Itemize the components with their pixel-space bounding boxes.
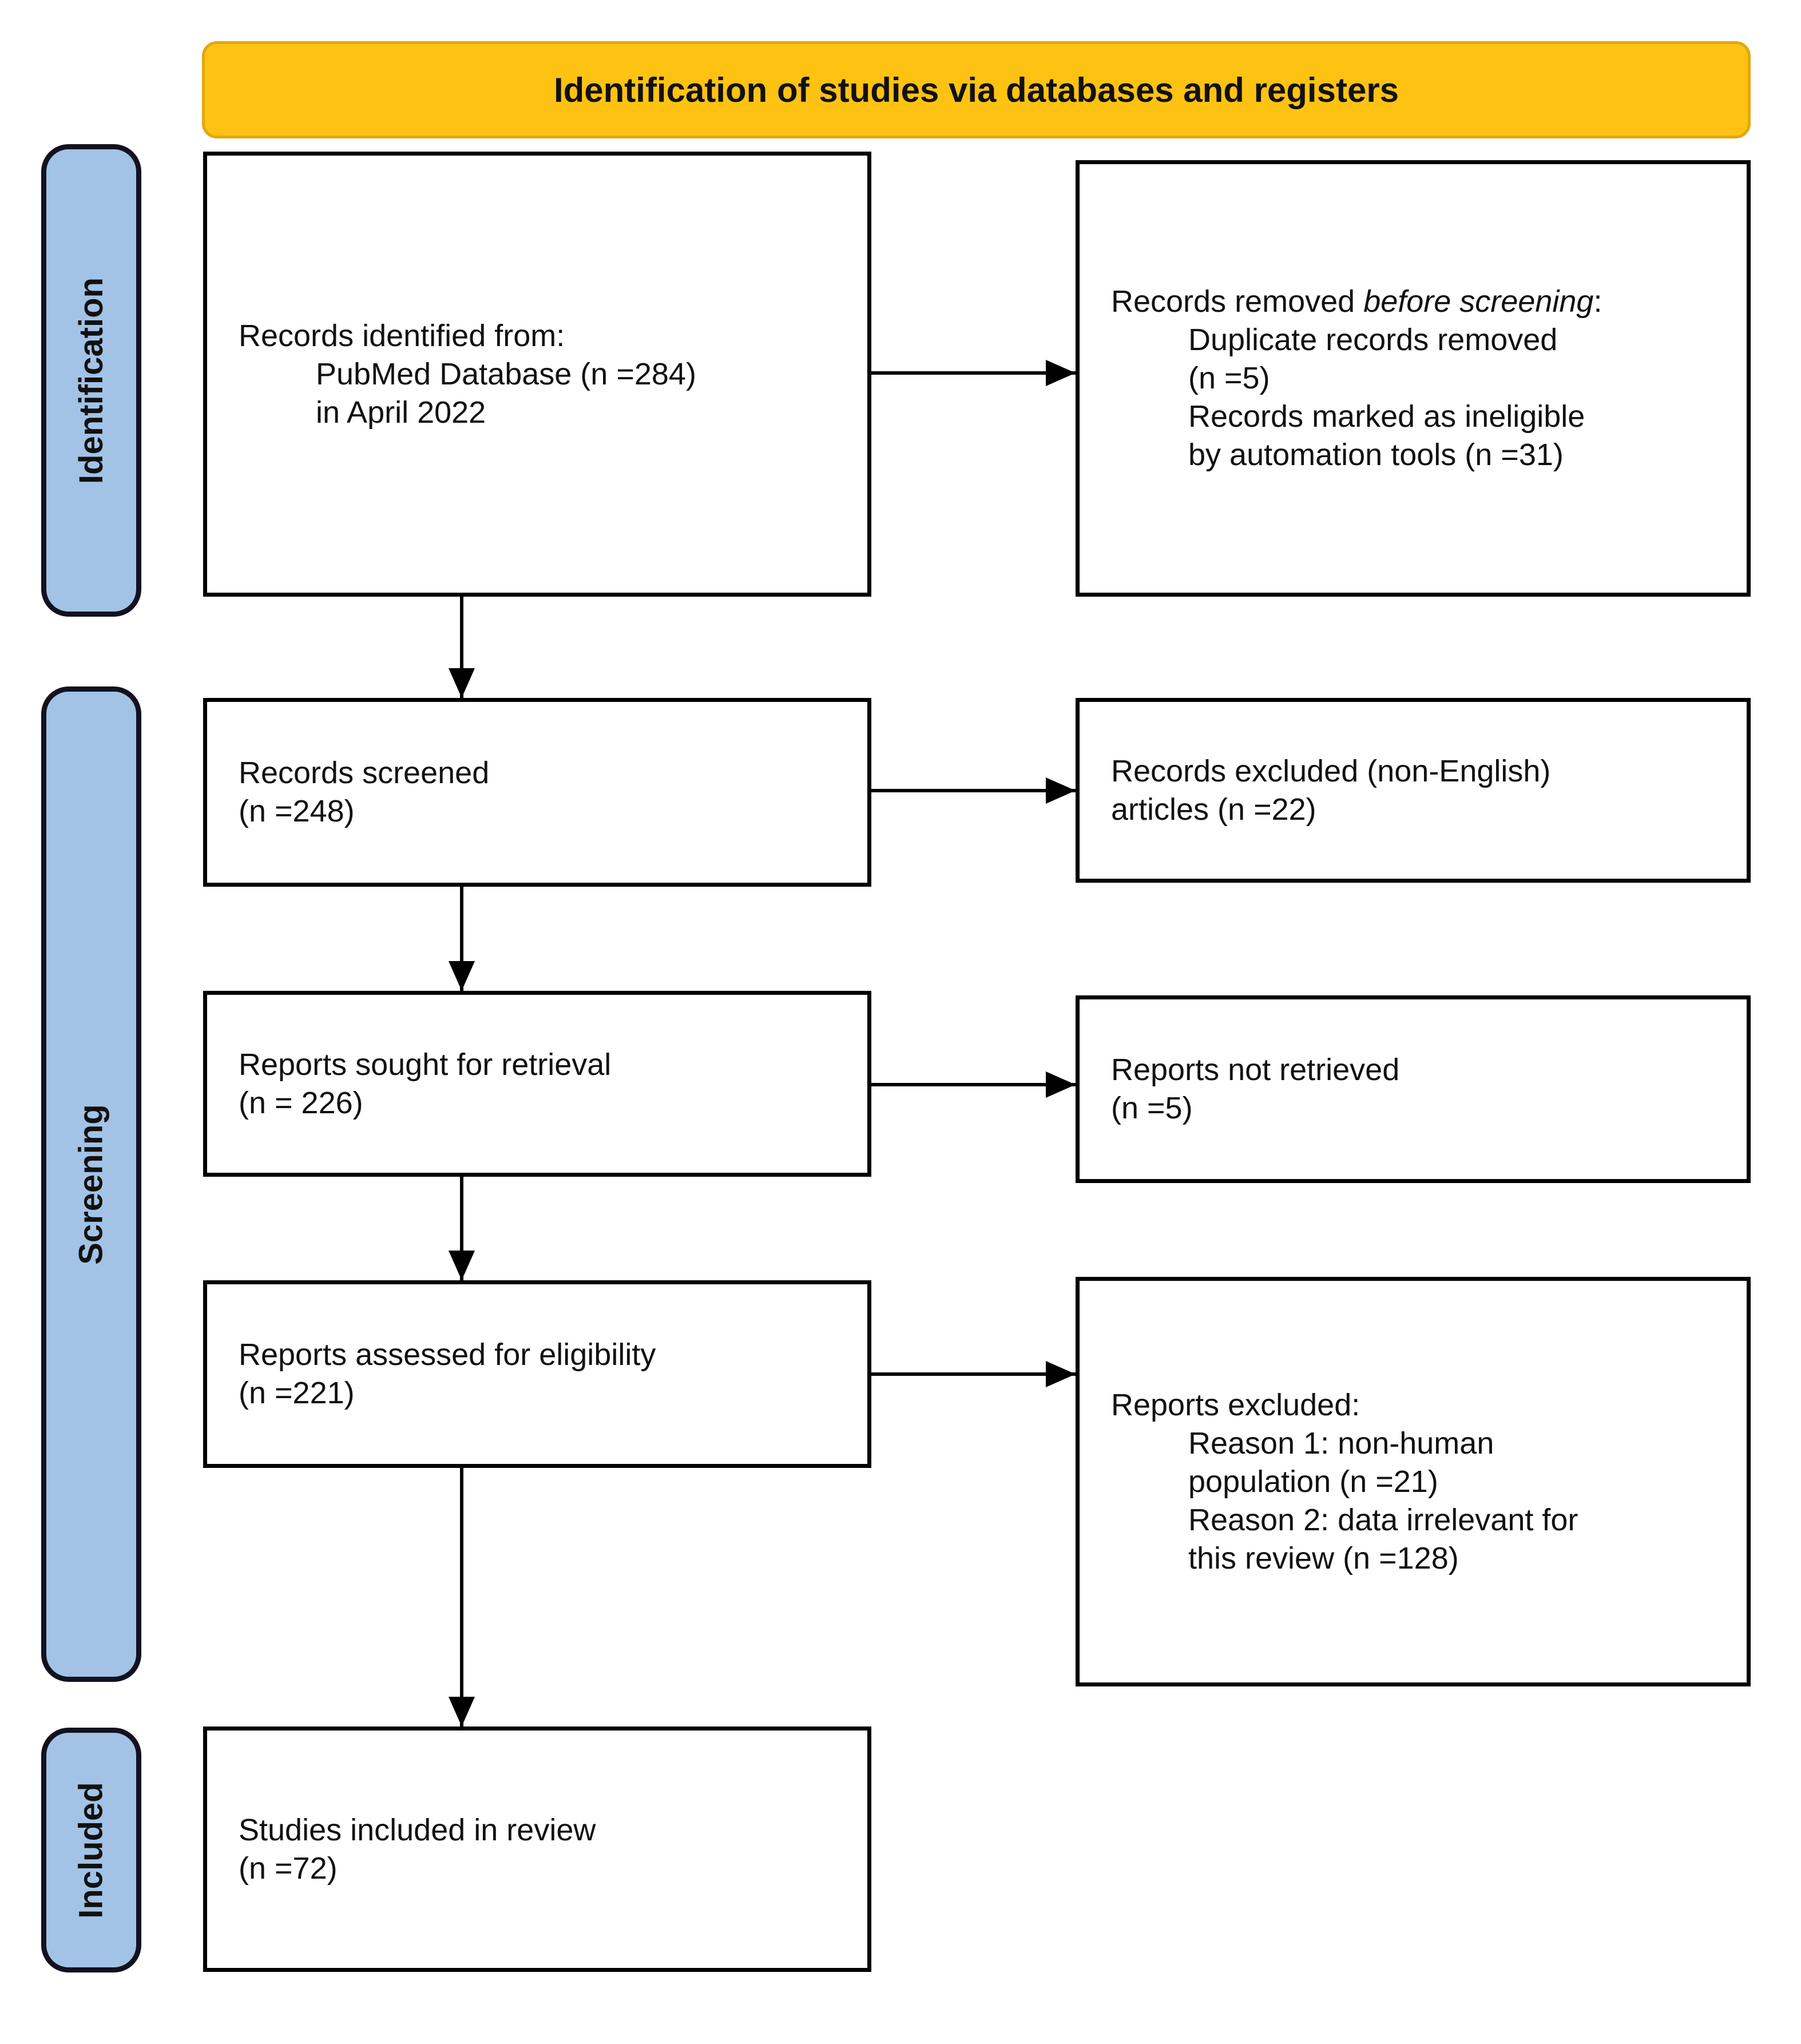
stage-label-included: Included: [41, 1728, 141, 1972]
box-text-line: (n = 226): [239, 1085, 363, 1120]
stage-label-identification: Identification: [41, 144, 141, 617]
box-text-line: Records marked as ineligible by automati…: [1188, 399, 1585, 472]
box-text-line: Records identified from:: [239, 318, 565, 353]
box-text-line: articles (n =22): [1111, 792, 1316, 827]
box-text-line: (n =248): [239, 794, 355, 828]
box-studies-included: Studies included in review (n =72): [203, 1727, 871, 1972]
box-text-line: Duplicate records removed (n =5): [1188, 323, 1558, 395]
arrow-assessed-to-reports-excluded: [871, 1372, 1076, 1376]
box-text-line: Reports sought for retrieval: [239, 1047, 612, 1082]
box-reports-not-retrieved: Reports not retrieved (n =5): [1076, 995, 1751, 1183]
box-reports-sought: Reports sought for retrieval (n = 226): [203, 991, 871, 1177]
arrow-screened-to-excluded: [871, 789, 1076, 792]
box-text-line: Reports not retrieved: [1111, 1053, 1400, 1087]
italic-phrase: before screening: [1363, 284, 1594, 319]
box-text-line: Reason 1: non-human population (n =21): [1188, 1426, 1494, 1499]
box-text-line: (n =221): [239, 1376, 355, 1410]
arrow-identified-to-screened: [460, 597, 463, 698]
arrow-screened-to-sought: [460, 887, 463, 991]
diagram-title: Identification of studies via databases …: [553, 70, 1399, 109]
box-text-line: (n =72): [239, 1851, 338, 1886]
box-records-excluded: Records excluded (non-English) articles …: [1076, 698, 1751, 883]
box-text-line: Reports excluded:: [1111, 1387, 1360, 1422]
box-text-line: Records removed before screening:: [1111, 284, 1602, 319]
box-records-removed-before-screening: Records removed before screening: Duplic…: [1076, 160, 1751, 597]
box-text-line: Studies included in review: [239, 1812, 596, 1847]
box-text-line: PubMed Database (n =284): [316, 356, 696, 391]
arrow-sought-to-not-retrieved: [871, 1083, 1076, 1086]
arrow-identified-to-removed: [871, 371, 1076, 375]
box-text-line: in April 2022: [316, 395, 486, 430]
arrow-assessed-to-included: [460, 1468, 463, 1727]
stage-label-text: Screening: [73, 1104, 110, 1265]
box-text-line: (n =5): [1111, 1091, 1193, 1125]
box-text-line: Reports assessed for eligibility: [239, 1337, 656, 1372]
stage-label-text: Identification: [73, 277, 110, 484]
stage-label-text: Included: [73, 1781, 110, 1919]
box-reports-assessed: Reports assessed for eligibility (n =221…: [203, 1280, 871, 1468]
box-records-identified: Records identified from: PubMed Database…: [203, 152, 871, 597]
box-text-line: Records excluded (non-English): [1111, 753, 1551, 788]
box-text-line: Records screened: [239, 756, 490, 790]
box-text-line: Reason 2: data irrelevant for this revie…: [1188, 1502, 1578, 1575]
box-records-screened: Records screened (n =248): [203, 698, 871, 887]
diagram-title-banner: Identification of studies via databases …: [202, 41, 1751, 138]
box-reports-excluded: Reports excluded: Reason 1: non-human po…: [1076, 1277, 1751, 1686]
arrow-sought-to-assessed: [460, 1177, 463, 1280]
stage-label-screening: Screening: [41, 686, 141, 1682]
